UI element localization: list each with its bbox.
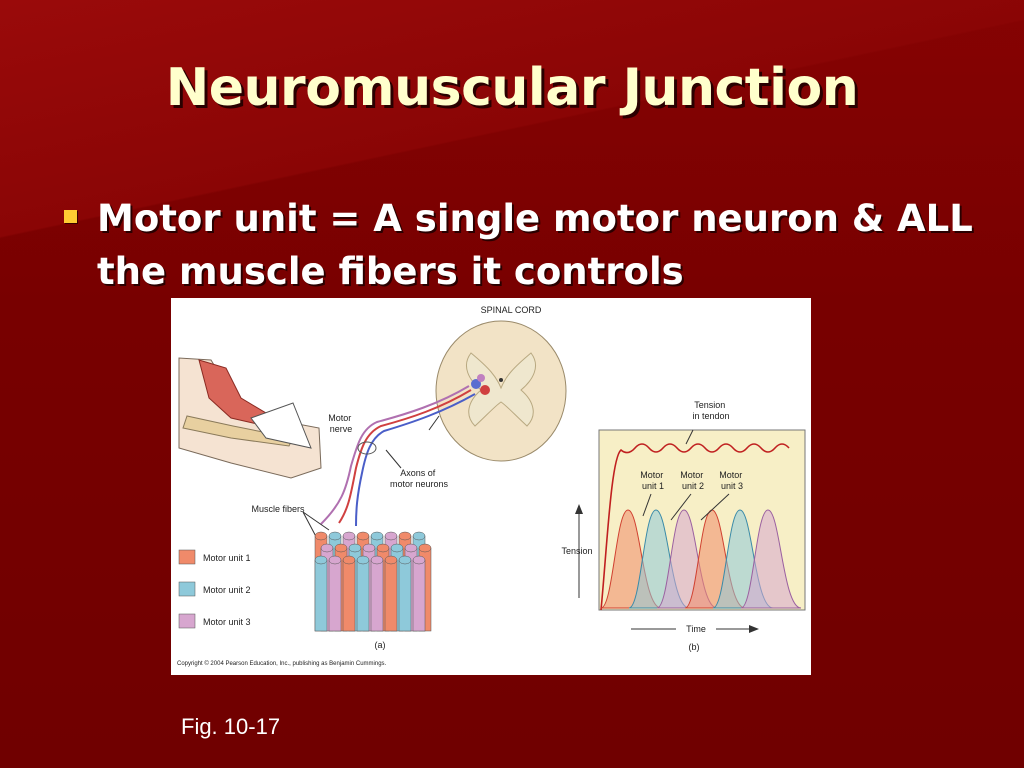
muscle-fiber-bundle	[314, 531, 432, 632]
muscle-fiber-end	[370, 531, 384, 541]
muscle-fiber-end	[328, 555, 342, 565]
muscle-fiber-end	[398, 555, 412, 565]
motor-unit-1-label: Motor unit 1	[640, 470, 666, 491]
bullet-marker-icon	[64, 210, 77, 223]
motor-unit-2-label-line1: Motor	[680, 470, 703, 480]
muscle-fiber	[356, 559, 370, 632]
motor-unit-1-label-line2: unit 1	[642, 481, 664, 491]
muscle-fiber	[314, 559, 328, 632]
muscle-fiber-end	[342, 555, 356, 565]
muscle-fiber-end	[334, 543, 348, 553]
muscle-fiber	[342, 559, 356, 632]
slide-title: Neuromuscular Junction	[165, 58, 859, 118]
bullet-text: Motor unit = A single motor neuron & ALL…	[97, 197, 973, 293]
tendon-label: Tension in tendon	[692, 400, 729, 421]
muscle-fiber-end	[418, 543, 432, 553]
muscle-fiber-end	[384, 531, 398, 541]
muscle-fibers-label: Muscle fibers	[251, 504, 305, 514]
muscle-fiber-end	[320, 543, 334, 553]
tendon-label-line2: in tendon	[692, 411, 729, 421]
muscle-fiber	[328, 559, 342, 632]
spinal-cord: SPINAL CORD	[435, 305, 567, 462]
tension-graph: Tension in tendon Motor unit 1 Motor uni…	[561, 400, 806, 652]
axons-label-line1: Axons of	[400, 468, 436, 478]
axons-label: Axons of motor neurons	[390, 468, 449, 489]
motor-nerve-label: Motor nerve	[328, 413, 354, 434]
motor-unit-3-label: Motor unit 3	[719, 470, 745, 491]
figure-illustration: SPINAL CORD Motor nerve Axons of motor n…	[177, 305, 806, 667]
panel-b-label: (b)	[689, 642, 700, 652]
motor-unit-3-label-line1: Motor	[719, 470, 742, 480]
motor-unit-twitch-curve	[740, 509, 802, 609]
muscle-fiber-end	[390, 543, 404, 553]
motor-nerve-label-line2: nerve	[330, 424, 353, 434]
motor-unit-1-label-line1: Motor	[640, 470, 663, 480]
muscle-fiber-end	[412, 555, 426, 565]
muscle-fiber-end	[356, 555, 370, 565]
spinal-cord-label: SPINAL CORD	[481, 305, 542, 315]
bullet-item: Motor unit = A single motor neuron & ALL…	[64, 192, 984, 298]
muscle-fiber-end	[370, 555, 384, 565]
muscle-fiber-end	[314, 555, 328, 565]
muscle-fiber-end	[398, 531, 412, 541]
arm-illustration	[178, 357, 322, 479]
muscle-fiber-end	[384, 555, 398, 565]
legend-motor-unit-1: Motor unit 1	[203, 553, 251, 563]
motor-nerve-label-line1: Motor	[328, 413, 351, 423]
x-axis-label: Time	[686, 624, 706, 634]
tendon-label-line1: Tension	[694, 400, 725, 410]
muscle-fiber-end	[404, 543, 418, 553]
muscle-fiber	[384, 559, 398, 632]
panel-a-label: (a)	[375, 640, 386, 650]
motor-nerve	[320, 385, 476, 527]
twitch-curves	[600, 509, 802, 609]
motor-unit-figure: SPINAL CORD Motor nerve Axons of motor n…	[171, 298, 811, 675]
muscle-fiber-end	[412, 531, 426, 541]
legend-motor-unit-3: Motor unit 3	[203, 617, 251, 627]
motor-unit-2-label-line2: unit 2	[682, 481, 704, 491]
muscle-fiber	[398, 559, 412, 632]
muscle-fiber	[370, 559, 384, 632]
figure-caption: Fig. 10-17	[181, 714, 281, 739]
muscle-fiber-end	[356, 531, 370, 541]
muscle-fiber-end	[362, 543, 376, 553]
legend-motor-unit-2: Motor unit 2	[203, 585, 251, 595]
muscle-fiber-end	[348, 543, 362, 553]
muscle-fiber-end	[376, 543, 390, 553]
muscle-fiber-end	[328, 531, 342, 541]
axons-label-line2: motor neurons	[390, 479, 449, 489]
y-axis-label: Tension	[561, 546, 592, 556]
motor-unit-legend: Motor unit 1 Motor unit 2 Motor unit 3	[178, 549, 251, 629]
motor-unit-3-label-line2: unit 3	[721, 481, 743, 491]
tendon-tension-curve	[600, 443, 790, 611]
motor-unit-2-label: Motor unit 2	[680, 470, 706, 491]
muscle-fiber-end	[342, 531, 356, 541]
copyright-note: Copyright © 2004 Pearson Education, Inc.…	[177, 660, 387, 667]
muscle-fiber	[412, 559, 426, 632]
muscle-fiber-end	[314, 531, 328, 541]
